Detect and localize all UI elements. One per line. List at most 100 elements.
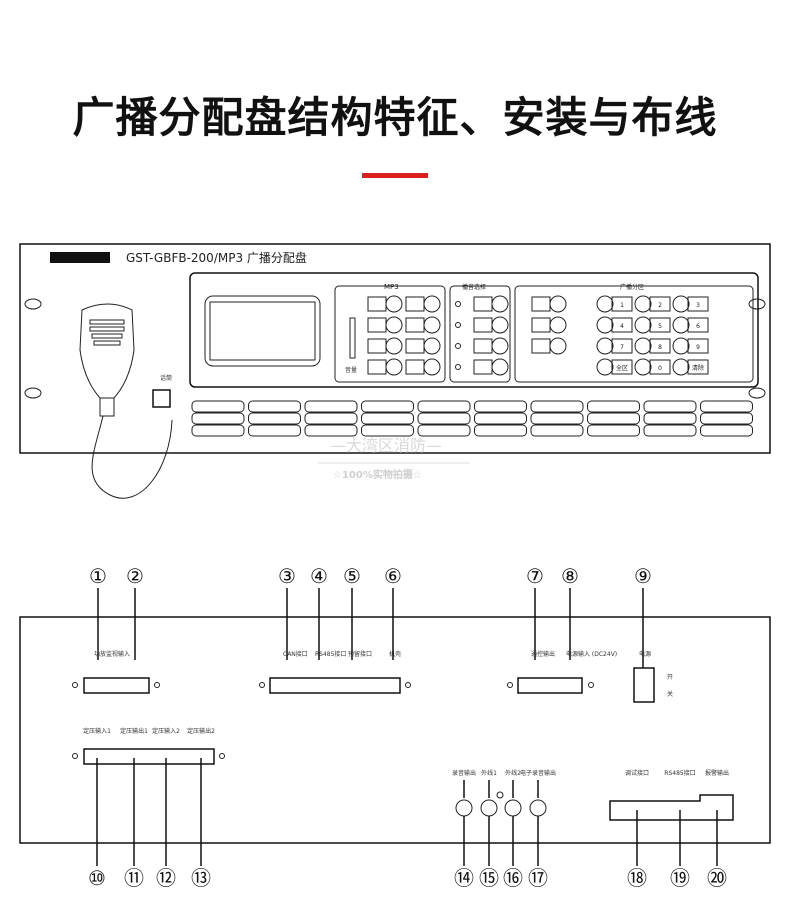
callout-number: ⑭ [454, 866, 474, 890]
zone-key[interactable]: 6 [672, 316, 709, 334]
mp3-key[interactable] [405, 295, 441, 313]
callout-number: ⑧ [561, 564, 579, 588]
callout-top: ⑥机壳 [384, 564, 402, 660]
callout-top: ⑨电源 [634, 564, 652, 668]
zone-key[interactable]: 0 [634, 358, 671, 376]
zone-key-label: 6 [696, 323, 700, 330]
lcd-bezel [204, 295, 321, 367]
source-select-key[interactable] [473, 295, 509, 313]
callout-top: ② [126, 564, 144, 660]
rack-hole-icon [24, 298, 42, 310]
callout-label: RS485接口 [315, 650, 346, 658]
callout-bottom: ⑫ 定压输入2 [152, 727, 180, 890]
callout-number: ⑫ [156, 866, 176, 890]
volume-slider[interactable] [349, 317, 356, 359]
power-on-label: 开 [667, 674, 673, 681]
zone-key[interactable]: 4 [596, 316, 633, 334]
audio-jack[interactable] [504, 799, 522, 817]
mic-jack-label: 话筒 [160, 374, 172, 382]
zone-key-label: 全区 [616, 364, 628, 372]
control-panel [189, 272, 759, 388]
callout-bottom: ⑳ 报警输出 [705, 769, 729, 890]
callout-label: 定压输入1 [83, 727, 111, 735]
callout-label: RS485接口 [664, 769, 695, 777]
rack-hole-icon [748, 387, 766, 399]
gst-logo [50, 252, 110, 263]
power-connector[interactable] [517, 677, 583, 694]
callout-number: ⑳ [707, 866, 727, 890]
zone-key[interactable]: 3 [672, 295, 709, 313]
vent-block [361, 400, 414, 437]
mp3-key[interactable] [405, 337, 441, 355]
mp3-key[interactable] [367, 316, 403, 334]
rear-panel-frame [19, 616, 771, 844]
callout-number: ⑩ [88, 866, 106, 890]
model-title: GST-GBFB-200/MP3 广播分配盘 [126, 250, 307, 265]
callout-label: 定压输入2 [152, 727, 180, 735]
power-switch[interactable] [633, 667, 655, 703]
interface-connector[interactable] [609, 794, 734, 821]
zone-key[interactable]: 8 [634, 337, 671, 355]
callout-label: 录音输出 [452, 769, 476, 777]
source-select-key[interactable] [473, 358, 509, 376]
monitor-input-connector[interactable] [83, 677, 150, 694]
audio-jack[interactable] [455, 799, 473, 817]
source-select-key[interactable] [473, 337, 509, 355]
comm-connector[interactable] [269, 677, 401, 694]
callout-bottom: ⑩ 定压输入1 [83, 727, 111, 890]
front-panel: GST-GBFB-200/MP3 广播分配盘 话筒 MP3 音量 播音选择 广播… [19, 243, 771, 499]
callout-label: 预留接口 [348, 650, 372, 658]
zone-key[interactable]: 5 [634, 316, 671, 334]
power-off-label: 关 [667, 690, 673, 698]
callout-label: 电子录音输出 [520, 769, 556, 777]
zone-key[interactable]: 1 [596, 295, 633, 313]
audio-jack[interactable] [480, 799, 498, 817]
mic-jack[interactable] [152, 389, 171, 408]
zone-key-label: 8 [658, 344, 662, 351]
rack-hole-icon [24, 387, 42, 399]
zone-key[interactable]: 7 [596, 337, 633, 355]
mp3-key[interactable] [367, 358, 403, 376]
zone-key[interactable]: 清除 [672, 358, 709, 376]
zone-function-key[interactable] [531, 295, 567, 313]
vent-block [304, 400, 358, 437]
group-mp3-label: MP3 [384, 283, 399, 291]
vent-block [587, 400, 640, 437]
mp3-key[interactable] [405, 316, 441, 334]
audio-jack[interactable] [529, 799, 547, 817]
callout-number: ⑥ [384, 564, 402, 588]
zone-key[interactable]: 9 [672, 337, 709, 355]
zone-function-key[interactable] [531, 316, 567, 334]
rack-hole-icon [748, 298, 766, 310]
source-select-key[interactable] [473, 316, 509, 334]
mp3-key[interactable] [367, 337, 403, 355]
mp3-key[interactable] [367, 295, 403, 313]
callout-number: ⑦ [526, 564, 544, 588]
vent-block [417, 400, 471, 437]
callout-number: ⑬ [191, 866, 211, 890]
callout-number: ① [89, 564, 107, 588]
group-zones [514, 285, 754, 383]
zone-key[interactable]: 全区 [596, 358, 633, 376]
callout-label: 调试接口 [625, 769, 649, 777]
callout-label: 定压输出1 [120, 727, 148, 735]
callout-label: 外线1 [481, 769, 497, 777]
callout-bottom: ⑭ 录音输出 [452, 769, 476, 890]
zone-function-key[interactable] [531, 337, 567, 355]
speaker-terminal-connector[interactable] [83, 748, 215, 765]
zone-key[interactable]: 2 [634, 295, 671, 313]
mp3-key[interactable] [405, 358, 441, 376]
group-zones-label: 广播分区 [620, 283, 644, 291]
callout-label: 报警输出 [705, 769, 729, 777]
group-mp3 [334, 285, 446, 383]
